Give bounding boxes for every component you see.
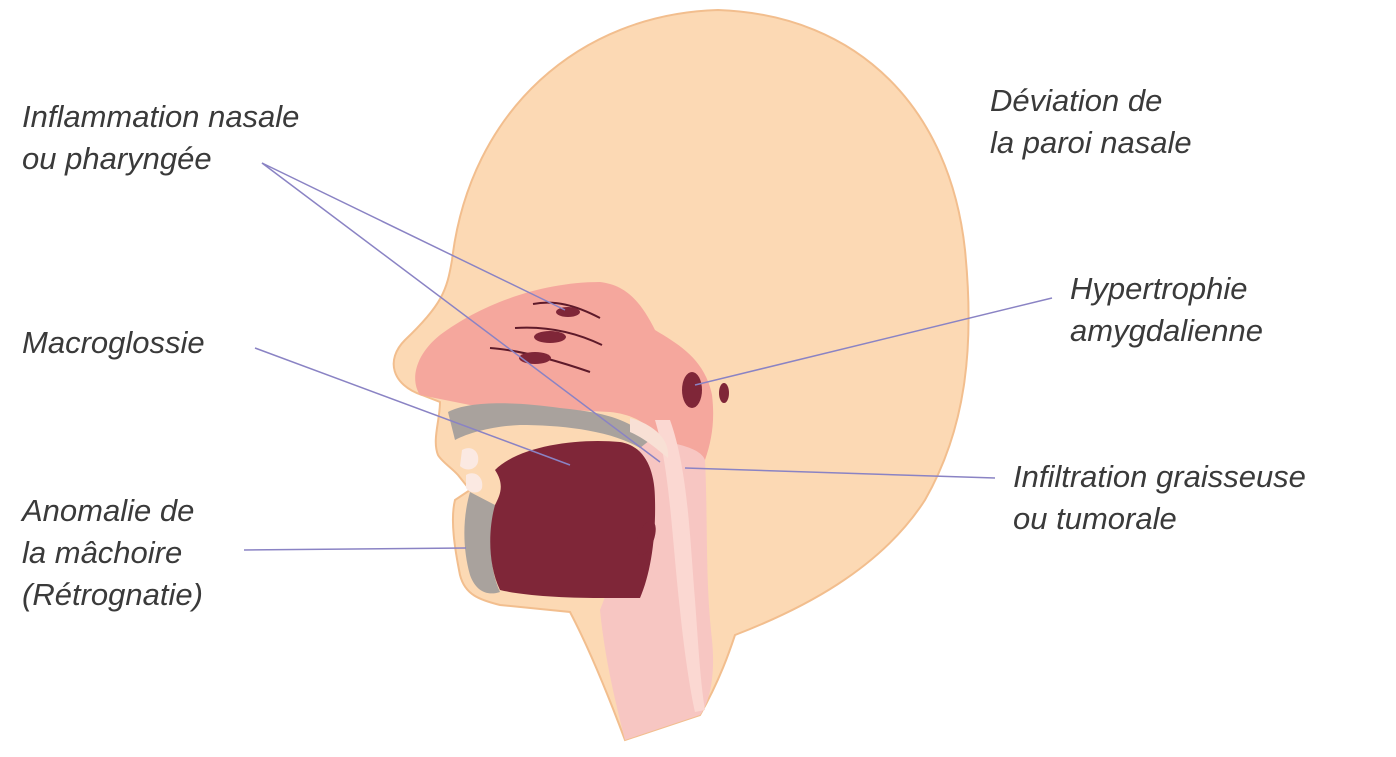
upper-teeth (460, 448, 478, 469)
callout-jaw-anomaly (244, 548, 466, 550)
label-nasal-inflammation-line1: Inflammation nasale (22, 96, 299, 138)
label-jaw-anomaly: Anomalie de la mâchoire (Rétrognatie) (22, 490, 203, 616)
label-jaw-anomaly-line3: (Rétrognatie) (22, 574, 203, 616)
tonsil-upper (682, 372, 702, 408)
label-macroglossia-line1: Macroglossie (22, 322, 205, 364)
label-septum-deviation: Déviation de la paroi nasale (990, 80, 1192, 164)
label-nasal-inflammation: Inflammation nasale ou pharyngée (22, 96, 299, 180)
label-jaw-anomaly-line1: Anomalie de (22, 490, 203, 532)
tongue (490, 441, 655, 598)
label-jaw-anomaly-line2: la mâchoire (22, 532, 203, 574)
label-tonsil-hypertrophy-line2: amygdalienne (1070, 310, 1263, 352)
label-tonsil-hypertrophy-line1: Hypertrophie (1070, 268, 1263, 310)
label-septum-deviation-line2: la paroi nasale (990, 122, 1192, 164)
label-septum-deviation-line1: Déviation de (990, 80, 1192, 122)
label-nasal-inflammation-line2: ou pharyngée (22, 138, 299, 180)
label-tonsil-hypertrophy: Hypertrophie amygdalienne (1070, 268, 1263, 352)
label-macroglossia: Macroglossie (22, 322, 205, 364)
tonsil-side (719, 383, 729, 403)
label-fat-infiltration: Infiltration graisseuse ou tumorale (1013, 456, 1306, 540)
label-fat-infiltration-line2: ou tumorale (1013, 498, 1306, 540)
label-fat-infiltration-line1: Infiltration graisseuse (1013, 456, 1306, 498)
